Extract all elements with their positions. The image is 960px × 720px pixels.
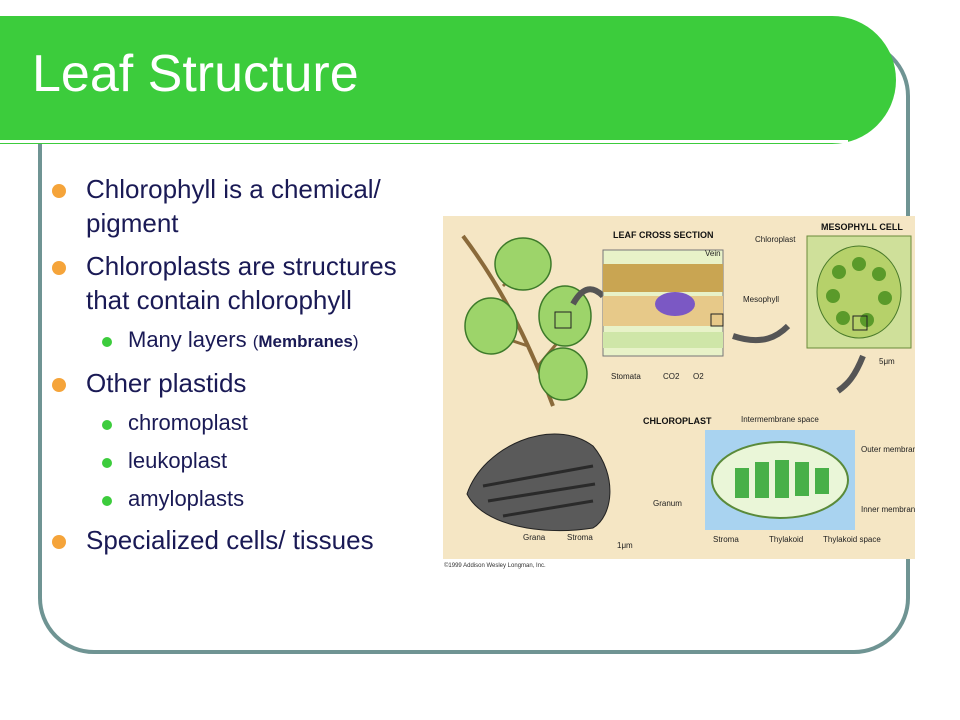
thylakoid-label: Thylakoid (769, 535, 803, 544)
bullet-item: Specialized cells/ tissues (52, 523, 432, 557)
bullet-dot (52, 378, 66, 392)
paren-bold-text: Membranes (258, 332, 353, 351)
scale-5um-label: 5μm (879, 357, 895, 366)
leaf-cross-section-illustration (602, 249, 724, 357)
grana-label: Grana (523, 533, 546, 542)
leaf-cross-section-title: LEAF CROSS SECTION (613, 230, 714, 240)
mesophyll-cell-illustration (806, 235, 912, 349)
co2-label: CO2 (663, 372, 680, 381)
paren-open: ( (252, 332, 259, 351)
arrow-icon (732, 323, 791, 344)
inner-membrane-label: Inner membrane (861, 505, 915, 514)
o2-label: O2 (693, 372, 704, 381)
mesophyll-cell-title: MESOPHYLL CELL (821, 222, 903, 232)
vein-label: Vein (705, 249, 721, 258)
stroma-label: Stroma (713, 535, 739, 544)
stroma-micro-label: Stroma (567, 533, 593, 542)
sub-bullet-text: chromoplast (128, 410, 248, 435)
intermembrane-label: Intermembrane space (741, 415, 819, 424)
thylakoid-space-label: Thylakoid space (823, 535, 881, 544)
sub-bullet-text: amyloplasts (128, 486, 245, 511)
paren-close: ) (352, 332, 359, 351)
chloroplast-label: Chloroplast (755, 235, 796, 244)
title-underline (0, 140, 848, 143)
granum-label: Granum (653, 499, 682, 508)
bullet-text: Chloroplasts are structures that contain… (86, 251, 397, 315)
sub-bullet-dot (102, 458, 112, 468)
arrow-icon (570, 286, 606, 306)
mesophyll-label: Mesophyll (743, 295, 779, 304)
sub-bullet-text: Many layers (128, 327, 247, 352)
outer-membrane-label: Outer membrane (861, 445, 915, 454)
slide-title: Leaf Structure (32, 45, 359, 103)
sub-bullet-item: chromoplast (52, 409, 432, 437)
figure-credit: ©1999 Addison Wesley Longman, Inc. (444, 563, 546, 569)
scale-1um-label: 1μm (617, 541, 633, 550)
sub-bullet-dot (102, 420, 112, 430)
leaf-branch-illustration (461, 234, 592, 407)
stomata-label: Stomata (611, 372, 641, 381)
leaf-diagram-svg: LEAF CROSS SECTION Vein Mesophyll Stomat… (461, 222, 922, 550)
sub-bullet-dot (102, 337, 112, 347)
bullet-dot (52, 184, 66, 198)
sub-bullet-dot (102, 496, 112, 506)
sub-bullet-item: leukoplast (52, 447, 432, 475)
bullet-item: Other plastids (52, 366, 432, 400)
chloroplast-micrograph (466, 433, 611, 532)
leaf-diagram-figure: LEAF CROSS SECTION Vein Mesophyll Stomat… (443, 216, 922, 559)
sub-bullet-item: Many layers (Membranes) (52, 326, 432, 356)
bullet-dot (52, 535, 66, 549)
bullet-text: Other plastids (86, 368, 247, 398)
bullet-text: Chlorophyll is a chemical/ pigment (86, 174, 381, 238)
bullet-item: Chloroplasts are structures that contain… (52, 249, 432, 317)
sub-bullet-item: amyloplasts (52, 485, 432, 513)
bullet-item: Chlorophyll is a chemical/ pigment (52, 172, 432, 240)
bullet-text: Specialized cells/ tissues (86, 525, 374, 555)
arrow-icon (836, 354, 866, 394)
sub-bullet-text: leukoplast (128, 448, 228, 473)
title-bar (0, 16, 896, 144)
chloroplast-illustration (705, 430, 855, 530)
chloroplast-title: CHLOROPLAST (643, 416, 712, 426)
bullet-dot (52, 261, 66, 275)
bullet-list: Chlorophyll is a chemical/ pigment Chlor… (52, 172, 432, 566)
